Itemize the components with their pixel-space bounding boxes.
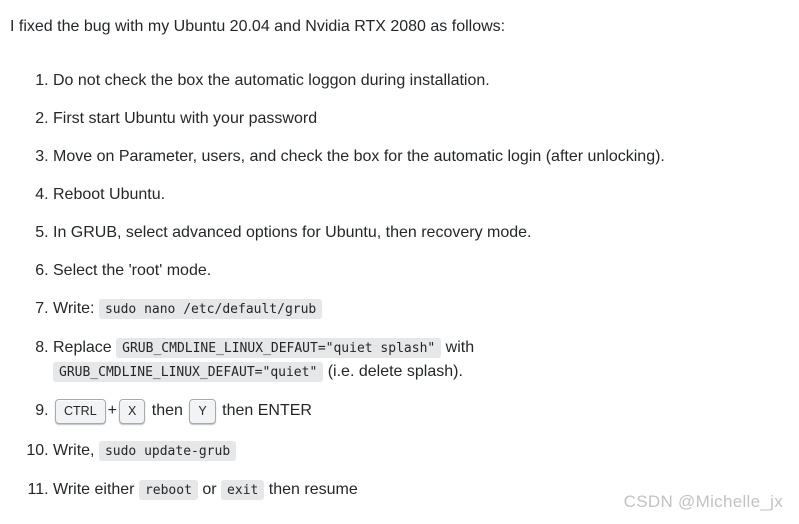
list-item: Reboot Ubuntu. bbox=[53, 183, 791, 206]
step-text: or bbox=[197, 480, 222, 498]
steps-list: Do not check the box the automatic loggo… bbox=[10, 69, 791, 502]
list-item: Write, sudo update-grub bbox=[53, 439, 791, 463]
step-text: Write: bbox=[53, 300, 99, 317]
kbd-key: Y bbox=[189, 399, 216, 424]
step-text: Reboot Ubuntu. bbox=[53, 186, 166, 203]
inline-code: GRUB_CMDLINE_LINUX_DEFAUT="quiet" bbox=[53, 362, 324, 382]
list-item: Move on Parameter, users, and check the … bbox=[53, 145, 791, 168]
list-item: First start Ubuntu with your password bbox=[53, 107, 791, 130]
step-text: First start Ubuntu with your password bbox=[53, 110, 318, 127]
step-text: Replace bbox=[53, 339, 117, 356]
step-text: In GRUB, select advanced options for Ubu… bbox=[53, 224, 532, 241]
step-text: Write either bbox=[53, 480, 139, 498]
inline-code: reboot bbox=[138, 479, 198, 500]
kbd-key: CTRL bbox=[55, 399, 106, 424]
step-text: with bbox=[441, 339, 475, 356]
step-text: then ENTER bbox=[217, 402, 312, 419]
intro-paragraph: I fixed the bug with my Ubuntu 20.04 and… bbox=[10, 18, 506, 35]
step-text: + bbox=[107, 402, 117, 419]
watermark: CSDN @Michelle_jx bbox=[623, 492, 783, 511]
step-text: Move on Parameter, users, and check the … bbox=[53, 148, 665, 165]
step-text: then bbox=[147, 402, 188, 419]
list-item: In GRUB, select advanced options for Ubu… bbox=[53, 221, 791, 244]
kbd-key: X bbox=[119, 399, 146, 424]
inline-code: sudo nano /etc/default/grub bbox=[98, 299, 323, 319]
inline-code: GRUB_CMDLINE_LINUX_DEFAUT="quiet splash" bbox=[116, 338, 442, 358]
list-item: Do not check the box the automatic loggo… bbox=[53, 69, 791, 92]
step-text: then resume bbox=[264, 480, 358, 498]
list-item: Write: sudo nano /etc/default/grub bbox=[53, 297, 791, 321]
inline-code: exit bbox=[221, 479, 265, 500]
list-item: CTRL+X then Y then ENTER bbox=[53, 399, 791, 424]
inline-code: sudo update-grub bbox=[98, 440, 237, 461]
list-item: Replace GRUB_CMDLINE_LINUX_DEFAUT="quiet… bbox=[53, 336, 791, 384]
list-item: Write either reboot or exit then resume bbox=[53, 478, 791, 502]
list-item: Select the 'root' mode. bbox=[53, 259, 791, 282]
step-text: (i.e. delete splash). bbox=[323, 363, 463, 380]
step-text: Select the 'root' mode. bbox=[53, 262, 212, 279]
step-text: Do not check the box the automatic loggo… bbox=[53, 72, 490, 89]
step-text: Write, bbox=[53, 441, 99, 459]
